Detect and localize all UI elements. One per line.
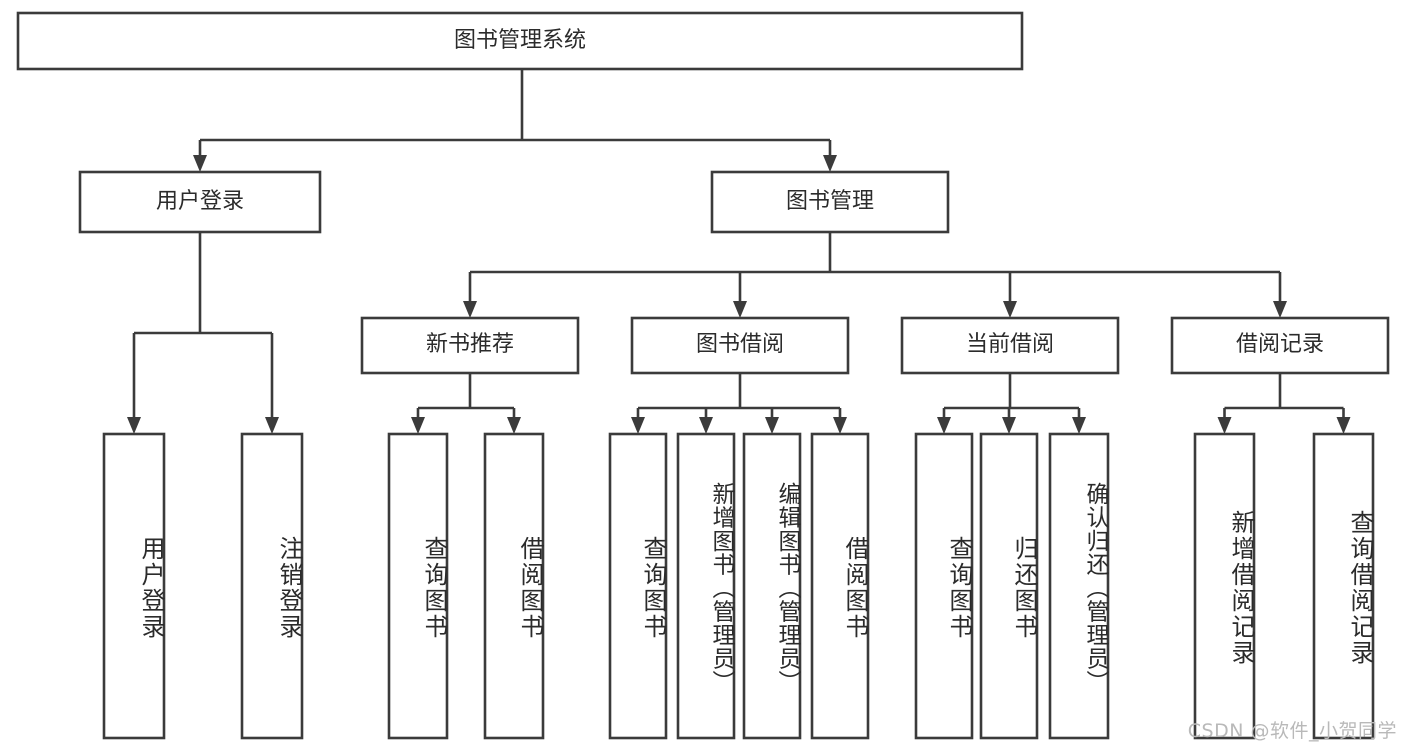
node-box-leaf-query-book-current[interactable] [914,432,974,740]
arrowhead-current-borrow-to-leaf-query-book-current [937,417,951,434]
node-box-leaf-logout[interactable] [240,432,304,740]
arrowhead-book-borrow-to-leaf-edit-book-admin [765,417,779,434]
node-box-book-borrow[interactable] [630,316,850,375]
node-box-leaf-user-login[interactable] [102,432,166,740]
arrowhead-root-to-user-login [193,155,207,172]
node-box-user-login[interactable] [78,170,322,234]
node-box-leaf-query-borrow-record[interactable] [1312,432,1375,740]
node-box-leaf-borrow-book-recommend[interactable] [483,432,545,740]
node-box-current-borrow[interactable] [900,316,1120,375]
node-box-leaf-query-book-recommend[interactable] [387,432,449,740]
node-box-new-book-recommend[interactable] [360,316,580,375]
node-box-leaf-edit-book-admin[interactable] [742,432,802,740]
node-box-borrow-record[interactable] [1170,316,1390,375]
node-box-book-management[interactable] [710,170,950,234]
node-box-leaf-return-book[interactable] [979,432,1039,740]
arrowhead-ul-to-leaf-logout [265,417,279,434]
node-box-leaf-add-book-admin[interactable] [676,432,736,740]
node-box-leaf-borrow-book[interactable] [810,432,870,740]
arrowhead-current-borrow-to-leaf-return-book [1002,417,1016,434]
node-box-root[interactable] [16,11,1024,71]
node-box-leaf-confirm-return-admin[interactable] [1048,432,1110,740]
arrowhead-bm-to-book-borrow [733,301,747,318]
arrowhead-book-borrow-to-leaf-query-book-borrow [631,417,645,434]
arrowhead-borrow-record-to-leaf-add-borrow-record [1217,417,1232,434]
arrowhead-book-borrow-to-leaf-borrow-book [833,417,847,434]
node-box-leaf-query-book-borrow[interactable] [608,432,668,740]
arrowhead-ul-to-leaf-user-login [127,417,141,434]
arrowhead-new-book-recommend-to-leaf-query-book-recommend [411,417,425,434]
arrowhead-bm-to-borrow-record [1273,301,1287,318]
arrowhead-bm-to-current-borrow [1003,301,1017,318]
arrowhead-bm-to-new-book-recommend [463,301,477,318]
arrowhead-book-borrow-to-leaf-add-book-admin [699,417,713,434]
watermark-text: CSDN @软件_小贺同学 [1187,720,1397,742]
node-box-leaf-add-borrow-record[interactable] [1193,432,1256,740]
arrowhead-root-to-book-management [823,155,837,172]
arrowhead-borrow-record-to-leaf-query-borrow-record [1336,417,1351,434]
arrowhead-current-borrow-to-leaf-confirm-return-admin [1072,417,1086,434]
arrowhead-new-book-recommend-to-leaf-borrow-book-recommend [507,417,521,434]
